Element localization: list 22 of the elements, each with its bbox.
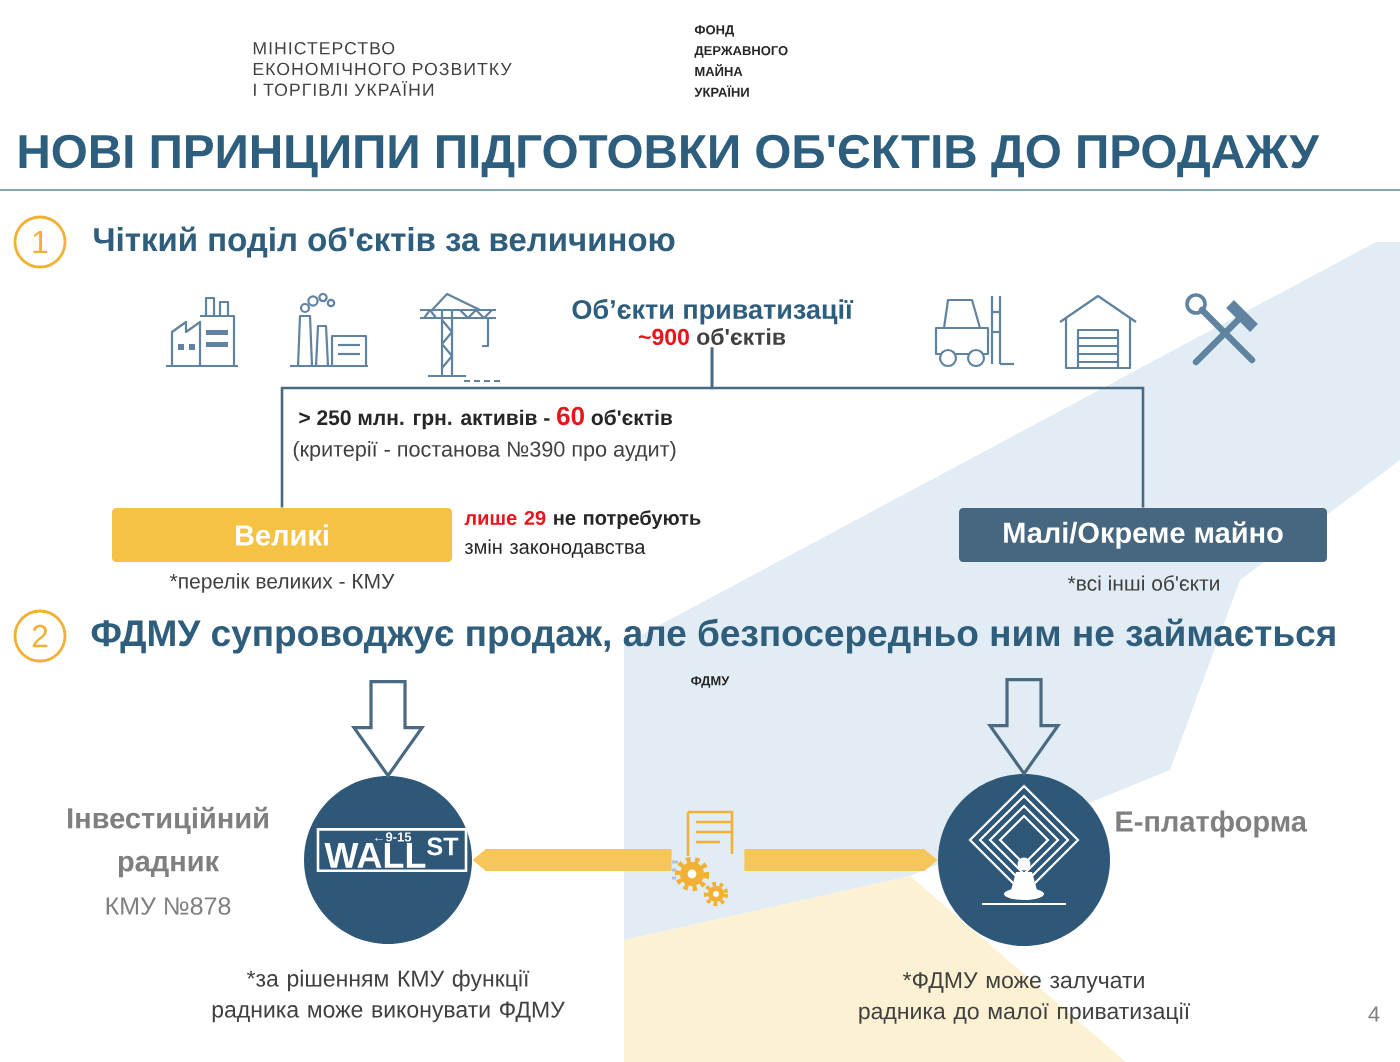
section-heading: Чіткий поділ об'єктів за величиною xyxy=(94,226,675,258)
side-label: Інвестиційний радник xyxy=(68,806,268,878)
root-label: Об’єкти приватизації ~900 об'єктів xyxy=(572,299,854,345)
category-box: Малі/Окреме майно xyxy=(959,508,1327,562)
slide-title: НОВІ ПРИНЦИПИ ПІДГОТОВКИ ОБ'ЄКТІВ ДО ПРОДАЖУ xyxy=(19,134,1320,178)
side-label: КМУ №878 xyxy=(106,897,231,915)
footnote: *ФДМУ може залучати радника до малої приватизації xyxy=(859,972,1190,1024)
ministry-name: МІНІСТЕРСТВО ЕКОНОМІЧНОГО РОЗВИТКУ І ТОРГІВЛІ УКРАЇНИ xyxy=(253,41,512,96)
footnote: *всі інші об'єкти xyxy=(1067,575,1219,591)
step-number: 1 xyxy=(13,215,67,269)
side-note: лише 29 не потребують змін законодавства xyxy=(464,510,701,558)
footnote: *перелік великих - КМУ xyxy=(169,573,395,593)
side-label: Е-платформа xyxy=(1116,810,1308,838)
page-number: 4 xyxy=(1368,1006,1380,1022)
section-heading: ФДМУ супроводжує продаж, але безпосередньо ним не займається xyxy=(91,618,1335,654)
connector-line xyxy=(710,347,1145,508)
criteria-text: > 250 млн. грн. активів - 60 об'єктів xyxy=(299,406,672,430)
document-gears-icon xyxy=(672,810,734,907)
footnote: *за рішенням КМУ функції радника може виконувати ФДМУ xyxy=(212,969,565,1023)
criteria-note: (критерії - постанова №390 про аудит) xyxy=(293,440,676,462)
step-number: 2 xyxy=(13,609,67,663)
category-box: Великі xyxy=(112,508,452,562)
